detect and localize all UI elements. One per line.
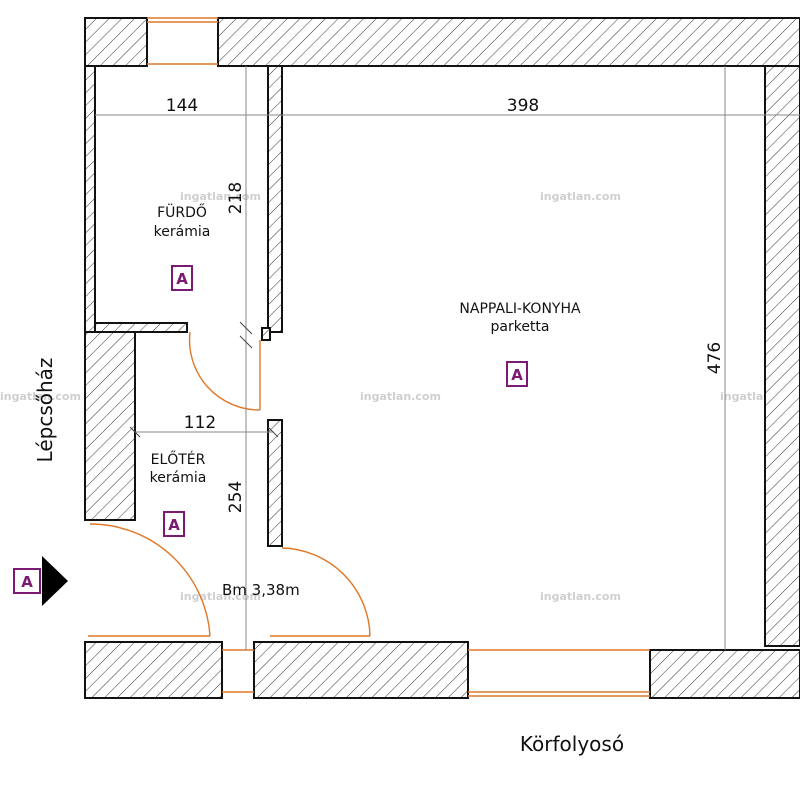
dim-hall-width: 112 [184,413,216,433]
wall-top-left [84,17,148,67]
svg-text:A: A [168,516,180,534]
wall-partition-jamb [261,327,271,341]
badge-bathroom: A [171,265,193,291]
dimension-lines [95,66,800,650]
wall-bottom-middle [253,641,469,699]
watermark: ingatlan.com [180,590,261,603]
wall-partition-upper [267,65,283,333]
dim-bath-width: 144 [166,96,198,116]
living-door [281,547,371,637]
wall-top [217,17,800,67]
stairwell-label: Lépcsőház [33,358,57,463]
dim-living-width: 398 [507,96,539,116]
entrance-door [89,523,211,637]
badge-hall: A [163,511,185,537]
entrance-arrow-icon [42,556,68,606]
wall-partition-lower [267,419,283,547]
badge-living: A [506,361,528,387]
svg-text:A: A [21,573,33,591]
watermarks: ingatlan.com ingatlan.com ingatlan.com i… [0,190,800,603]
wall-right [764,65,800,647]
watermark: ingatlan.com [540,190,621,203]
wall-bath-bottom [94,322,188,333]
svg-text:A: A [511,366,523,384]
corridor-label: Körfolyosó [520,732,624,756]
ceiling-height: Bm 3,38m [222,581,300,599]
svg-text:A: A [176,270,188,288]
room-floor-bathroom: kerámia [154,224,211,240]
watermark: ingatlan.com [360,390,441,403]
doors [88,331,371,637]
wall-bottom-right [649,649,800,699]
room-name-hall: ELŐTÉR [151,450,206,468]
dim-hall-depth: 254 [226,481,246,513]
dim-living-depth: 476 [705,342,725,374]
room-floor-hall: kerámia [150,470,207,486]
bathroom-door [188,331,261,411]
room-name-living: NAPPALI-KONYHA [459,301,581,317]
watermark: ingatlan.com [0,390,81,403]
dim-bath-depth: 218 [226,182,246,214]
windows [147,17,650,697]
room-name-bathroom: FÜRDŐ [157,203,207,221]
wall-left-upper [84,65,96,333]
watermark: ingatlan.com [540,590,621,603]
wall-bottom-left [84,641,223,699]
walls [84,17,800,699]
badge-entrance: A [13,568,41,594]
wall-left-lower [84,331,136,521]
room-floor-living: parketta [490,319,549,335]
watermark: ingatlan.com [180,190,261,203]
